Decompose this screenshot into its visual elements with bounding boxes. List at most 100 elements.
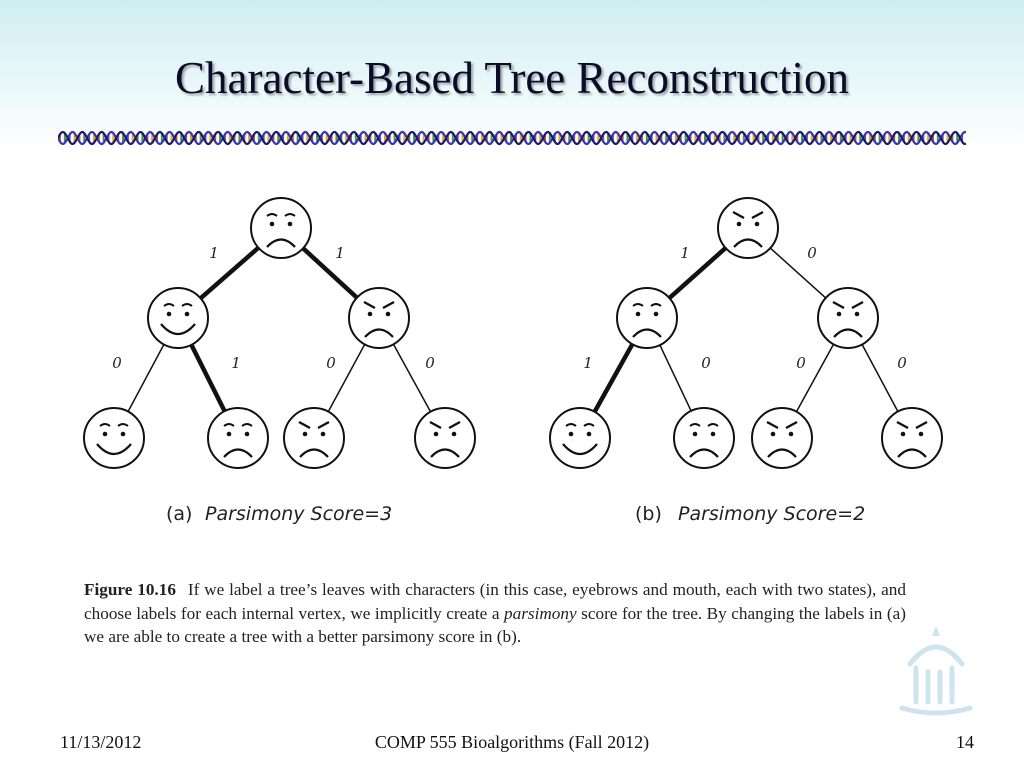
face-mouth-smile xyxy=(96,443,132,456)
edge-weight-label: 0 xyxy=(807,244,817,262)
tree-edge xyxy=(301,246,359,300)
edge-weight-label: 1 xyxy=(583,354,593,372)
face-eye xyxy=(900,431,906,437)
face-mouth-frown xyxy=(266,238,296,248)
face-outline xyxy=(283,407,345,469)
tree-edge xyxy=(861,344,899,412)
edge-weight-label: 1 xyxy=(335,244,345,262)
tree-edge xyxy=(189,343,227,413)
face-mouth-frown xyxy=(897,448,927,458)
face-eye xyxy=(635,311,641,317)
face-eye xyxy=(385,311,391,317)
face-eye xyxy=(269,221,275,227)
face-eye xyxy=(226,431,232,437)
face-eye xyxy=(788,431,794,437)
face-mouth-frown xyxy=(299,448,329,458)
face-brow-flat xyxy=(99,423,111,427)
face-eye xyxy=(367,311,373,317)
face-eye xyxy=(754,221,760,227)
face-eye xyxy=(244,431,250,437)
tree-node-leaf2 xyxy=(207,407,269,469)
face-eye xyxy=(302,431,308,437)
edge-weight-label: 0 xyxy=(796,354,806,372)
tree-node-right xyxy=(348,287,410,349)
face-outline xyxy=(414,407,476,469)
tree-edge xyxy=(327,344,366,412)
tree-node-leaf2 xyxy=(673,407,735,469)
caption-text-part2: score for the tree. By changing the labe… xyxy=(84,603,906,647)
tree-node-left xyxy=(616,287,678,349)
edge-weight-label: 0 xyxy=(701,354,711,372)
face-eye xyxy=(320,431,326,437)
face-outline xyxy=(673,407,735,469)
face-outline xyxy=(549,407,611,469)
face-brow-flat xyxy=(565,423,577,427)
face-mouth-frown xyxy=(430,448,460,458)
face-eye xyxy=(770,431,776,437)
face-mouth-frown xyxy=(689,448,719,458)
face-outline xyxy=(207,407,269,469)
tree-sublabel: (a) xyxy=(166,503,192,525)
face-brow-flat xyxy=(266,213,278,217)
tree-node-leaf3 xyxy=(283,407,345,469)
face-eye xyxy=(653,311,659,317)
face-brow-flat xyxy=(689,423,701,427)
face-brow-angry xyxy=(298,420,311,430)
face-eye xyxy=(586,431,592,437)
tree-node-leaf1 xyxy=(549,407,611,469)
face-brow-angry xyxy=(732,210,745,220)
face-brow-angry xyxy=(896,420,909,430)
face-eye xyxy=(102,431,108,437)
dna-helix-divider xyxy=(58,130,966,146)
tree-node-right xyxy=(817,287,879,349)
face-eye xyxy=(287,221,293,227)
face-outline xyxy=(817,287,879,349)
caption-italic-word: parsimony xyxy=(504,603,577,623)
edge-weight-label: 1 xyxy=(231,354,241,372)
face-outline xyxy=(881,407,943,469)
tree-node-leaf3 xyxy=(751,407,813,469)
tree-node-root xyxy=(717,197,779,259)
face-eye xyxy=(433,431,439,437)
tree-node-root xyxy=(250,197,312,259)
parsimony-score-label: Parsimony Score=2 xyxy=(678,503,865,525)
face-mouth-smile xyxy=(160,323,196,336)
face-brow-angry xyxy=(363,300,376,310)
face-brow-angry xyxy=(785,420,798,430)
face-brow-flat xyxy=(583,423,595,427)
tree-node-leaf1 xyxy=(83,407,145,469)
face-brow-angry xyxy=(751,210,764,220)
face-brow-angry xyxy=(832,300,845,310)
face-eye xyxy=(451,431,457,437)
footer-date: 11/13/2012 xyxy=(60,732,142,752)
face-brow-flat xyxy=(284,213,296,217)
face-eye xyxy=(710,431,716,437)
edge-weight-label: 0 xyxy=(326,354,336,372)
tree-node-leaf4 xyxy=(414,407,476,469)
face-brow-angry xyxy=(766,420,779,430)
parsimony-score-label: Parsimony Score=3 xyxy=(205,503,392,525)
face-mouth-smile xyxy=(562,443,598,456)
face-outline xyxy=(83,407,145,469)
face-outline xyxy=(717,197,779,259)
face-eye xyxy=(836,311,842,317)
edge-weight-label: 1 xyxy=(209,244,219,262)
face-eye xyxy=(166,311,172,317)
old-well-logo-icon xyxy=(899,626,973,716)
tree-edge xyxy=(392,343,432,413)
face-brow-angry xyxy=(448,420,461,430)
face-brow-angry xyxy=(851,300,864,310)
face-mouth-frown xyxy=(733,238,763,248)
face-brow-flat xyxy=(181,303,193,307)
face-mouth-frown xyxy=(632,328,662,338)
face-brow-flat xyxy=(117,423,129,427)
face-brow-flat xyxy=(632,303,644,307)
tree-edge xyxy=(199,246,260,300)
face-mouth-frown xyxy=(364,328,394,338)
tree-edge xyxy=(592,343,635,413)
face-outline xyxy=(616,287,678,349)
face-mouth-frown xyxy=(767,448,797,458)
